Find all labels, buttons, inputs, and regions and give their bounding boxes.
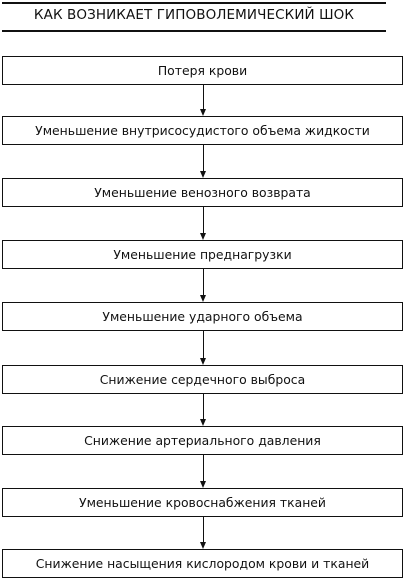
flow-step-5: Уменьшение ударного объема bbox=[2, 302, 403, 331]
title-rule-bottom bbox=[2, 30, 386, 32]
flow-arrow-5 bbox=[200, 331, 208, 365]
flow-step-7: Снижение артериального давления bbox=[2, 426, 403, 455]
flow-step-1: Потеря крови bbox=[2, 56, 403, 85]
flow-step-9: Снижение насыщения кислородом крови и тк… bbox=[2, 549, 403, 578]
flow-arrow-6 bbox=[200, 394, 208, 426]
flow-step-4: Уменьшение преднагрузки bbox=[2, 240, 403, 269]
flow-arrow-2 bbox=[200, 145, 208, 178]
title-rule-top bbox=[2, 2, 386, 4]
flow-arrow-8 bbox=[200, 517, 208, 549]
flow-step-6: Снижение сердечного выброса bbox=[2, 365, 403, 394]
flow-step-8: Уменьшение кровоснабжения тканей bbox=[2, 488, 403, 517]
flow-step-2: Уменьшение внутрисосудистого объема жидк… bbox=[2, 116, 403, 145]
flow-arrow-4 bbox=[200, 269, 208, 302]
diagram-title: КАК ВОЗНИКАЕТ ГИПОВОЛЕМИЧЕСКИЙ ШОК bbox=[33, 7, 355, 23]
flow-arrow-3 bbox=[200, 207, 208, 240]
flow-arrow-1 bbox=[200, 85, 208, 116]
diagram-title-block: КАК ВОЗНИКАЕТ ГИПОВОЛЕМИЧЕСКИЙ ШОК bbox=[2, 2, 386, 32]
flow-arrow-7 bbox=[200, 455, 208, 488]
flow-step-3: Уменьшение венозного возврата bbox=[2, 178, 403, 207]
